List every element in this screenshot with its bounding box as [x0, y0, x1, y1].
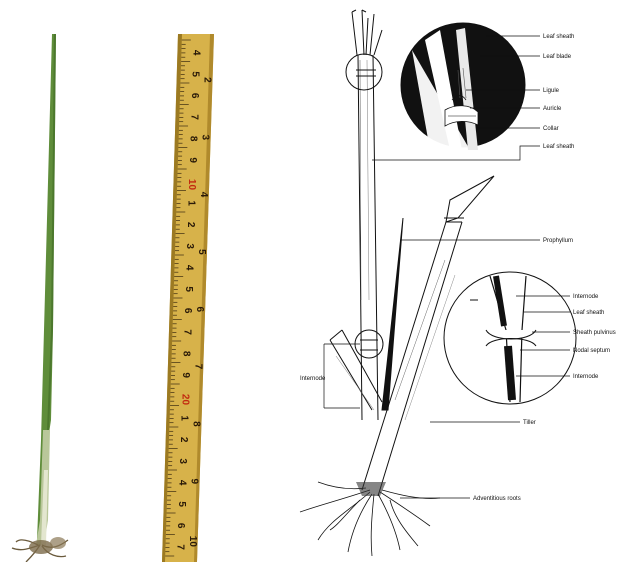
- label-prophyllum: Prophyllum: [543, 238, 573, 244]
- label-leaf-sheath-mid: Leaf sheath: [543, 144, 574, 150]
- tape-inch-number: 7: [192, 364, 203, 370]
- label-auricle: Auricle: [543, 106, 562, 112]
- tape-number: 5: [183, 286, 194, 292]
- tape-number: 9: [187, 157, 198, 163]
- tape-inch-number: 3: [200, 134, 211, 140]
- tape-inch-number: 4: [198, 192, 209, 198]
- tape-number: 4: [190, 50, 201, 56]
- label-internode-top: Internode: [573, 294, 599, 300]
- tape-number: 7: [181, 329, 192, 335]
- tape-number: 8: [181, 351, 192, 357]
- tape-inch-number: 2: [202, 77, 213, 83]
- label-leaf-sheath-top: Leaf sheath: [543, 34, 574, 40]
- label-ligule: Ligule: [543, 88, 560, 94]
- label-adventitious-roots: Adventitious roots: [473, 496, 521, 502]
- tape-number: 3: [184, 243, 195, 249]
- rice-stem-photo: [0, 0, 160, 562]
- tape-number: 6: [182, 308, 193, 314]
- tape-number: 10: [186, 179, 197, 191]
- node-detail-inset: [444, 272, 576, 404]
- label-leaf-blade: Leaf blade: [543, 54, 572, 60]
- label-internode-left: Internode: [300, 376, 326, 382]
- tape-number: 2: [178, 437, 189, 443]
- label-tiller: Tiller: [523, 420, 536, 426]
- tape-inch-number: 9: [189, 478, 200, 484]
- label-nodal-septum: Nodal septum: [573, 348, 610, 354]
- tape-inch-number: 6: [194, 306, 205, 312]
- collar-marker-circle: [346, 54, 382, 90]
- tape-number: 7: [188, 114, 199, 120]
- label-leaf-sheath-inset: Leaf sheath: [573, 310, 604, 316]
- label-internode-bottom: Internode: [573, 374, 599, 380]
- tape-number: 6: [189, 93, 200, 99]
- measuring-tape: 4 5 6 7 8 9 10 1 2 3 4 5 6 7 8 9 20 1 2 3 4 5 6 7 2 3 4 5 6 7 8 9 10: [162, 34, 214, 562]
- tape-number: 1: [179, 415, 190, 421]
- tape-number: 3: [177, 458, 188, 464]
- tape-inch-number: 8: [190, 421, 201, 427]
- tape-number: 8: [188, 136, 199, 142]
- tape-number: 4: [177, 480, 188, 486]
- side-shoot: [330, 330, 382, 410]
- label-collar: Collar: [543, 126, 559, 132]
- collar-detail-inset: [401, 23, 525, 150]
- tape-number: 1: [186, 200, 197, 206]
- tape-number: 9: [180, 372, 191, 378]
- main-culm: [352, 10, 382, 420]
- rice-plant-diagram: [300, 10, 576, 556]
- adventitious-roots: [300, 482, 470, 556]
- tape-inch-number: 10: [187, 536, 198, 548]
- tape-number: 7: [174, 544, 185, 550]
- tape-number: 4: [183, 265, 194, 271]
- tape-inch-number: 5: [196, 249, 207, 255]
- tape-number: 20: [179, 394, 190, 406]
- tape-number: 5: [190, 71, 201, 77]
- tape-number: 5: [176, 501, 187, 507]
- prophyllum-leaf: [382, 218, 403, 410]
- tape-number: 2: [185, 222, 196, 228]
- tape-number: 6: [175, 523, 186, 529]
- label-sheath-pulvinus: Sheath pulvinus: [573, 330, 616, 336]
